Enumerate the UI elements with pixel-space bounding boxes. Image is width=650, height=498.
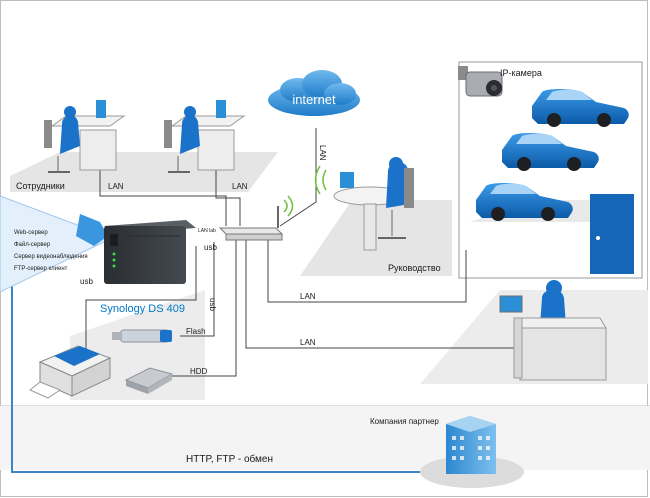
partner-floor [0, 406, 650, 470]
car-3 [476, 183, 573, 221]
services-panel [0, 195, 114, 293]
partner-label: Компания партнер [370, 417, 439, 426]
usb-label-top: usb [204, 243, 217, 252]
reception-desk [499, 280, 607, 381]
employees-label: Сотрудники [16, 181, 65, 191]
employee-workstation-1 [44, 100, 126, 173]
service-ftp: FTP-сервер клиент [14, 266, 68, 272]
device-label: Synology DS 409 [100, 303, 185, 315]
lan-label-employee1: LAN [108, 182, 124, 191]
partner-building [420, 416, 524, 488]
management-workstation [314, 157, 414, 251]
service-web: Web-сервер [14, 230, 48, 236]
lan-label-employee2: LAN [232, 182, 248, 191]
service-file: Файл-сервер [14, 241, 51, 248]
door [590, 194, 634, 274]
management-label: Руководство [388, 263, 441, 273]
hdd-label: HDD [190, 367, 208, 376]
car-2 [502, 133, 599, 171]
internet-label: internet [292, 92, 336, 107]
flash-drive [112, 329, 172, 343]
lan-label-internet: LAN [318, 145, 327, 161]
ip-camera-label: IP-камера [500, 68, 542, 78]
door-knob [596, 236, 600, 240]
internet-cloud [268, 70, 360, 116]
ip-camera [458, 66, 503, 97]
lan-lab-label: LAN lab [198, 228, 216, 234]
lan-label-camera: LAN [300, 292, 316, 301]
network-switch [218, 195, 294, 241]
exchange-label: HTTP, FTP - обмен [186, 453, 273, 465]
printer [29, 345, 112, 399]
usb-label-vertical: usb [208, 298, 217, 311]
usb-label-printer: usb [80, 277, 93, 286]
external-hdd [124, 367, 174, 394]
lan-label-reception: LAN [300, 338, 316, 347]
synology-nas [104, 220, 196, 284]
flash-label: Flash [186, 327, 206, 336]
service-video: Сервер видеонаблюдения [14, 254, 88, 260]
exchange-line [11, 278, 430, 473]
connections [85, 128, 548, 377]
employee-workstation-2 [164, 100, 246, 173]
car-1 [532, 89, 629, 127]
services-folder-icon [76, 214, 108, 246]
